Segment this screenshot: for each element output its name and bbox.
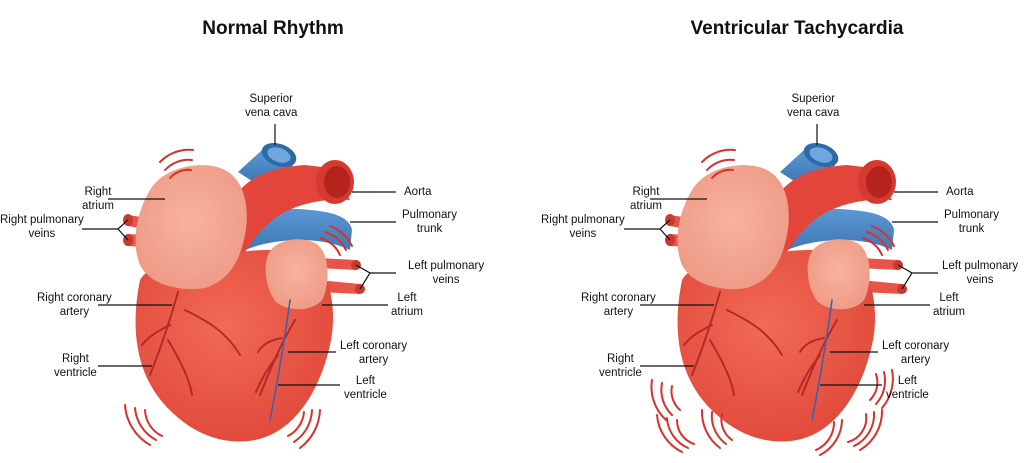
aorta [225,160,354,265]
vibration-arcs [124,148,353,449]
leader-lines [82,124,396,386]
left-atrium [265,239,328,310]
coronary-vessels [683,291,838,421]
leader-lines [624,124,938,386]
vibration-arcs [650,148,895,456]
aorta [767,160,896,265]
coronary-vessels [141,291,296,421]
panel-title: Ventricular Tachycardia [690,18,904,39]
label-aorta: Aorta [946,186,974,198]
heart-diagram [624,124,938,456]
panel-title: Normal Rhythm [202,18,344,39]
left-atrium [807,239,870,310]
right-atrium [677,165,789,290]
label-aorta: Aorta [404,186,432,198]
panel-ventricular-tachycardia: Ventricular Tachycardia [541,0,1024,463]
heart-diagram [82,124,396,449]
panel-normal-rhythm: Normal Rhythm [0,18,485,449]
right-atrium [135,165,247,290]
